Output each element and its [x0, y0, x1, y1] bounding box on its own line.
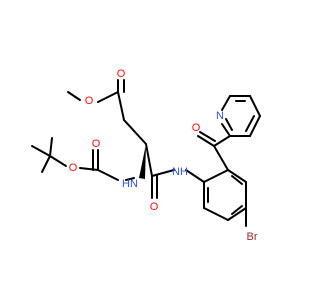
- bond-aryl-ketone: [213, 145, 229, 171]
- structure-canvas: O O O O HN NH O O N Br: [31, 68, 261, 243]
- stereo-wedge: [139, 144, 146, 179]
- bond-pyridine-2: [249, 115, 261, 137]
- bond-pyridine-5: [221, 95, 231, 111]
- atom-methyl-ester-oxygen: O: [85, 95, 94, 107]
- bond-ring-1: [203, 169, 229, 183]
- bond-ketone-co-2: [199, 131, 216, 142]
- molecule-drawing: O O O O HN NH O O N Br: [31, 68, 261, 243]
- bond-ring-double-1: [231, 175, 243, 185]
- bond-pyridine-6: [221, 123, 231, 137]
- bond-carbamate-o: [79, 167, 99, 171]
- atom-ester-carbonyl-oxygen: O: [117, 68, 126, 80]
- bond-amide-c-n: [151, 169, 175, 177]
- bond-o-tbu: [49, 155, 67, 167]
- bond-ketone-co-1: [197, 135, 215, 147]
- atom-bromine: Br: [247, 231, 258, 243]
- bond-lines: [31, 79, 261, 227]
- bond-chain-1: [117, 91, 125, 121]
- bond-alpha-amide: [145, 143, 153, 177]
- bond-tbu-3: [41, 155, 51, 173]
- bond-pyridine-double-2: [245, 115, 255, 132]
- atom-amide-carbonyl-oxygen: O: [150, 201, 159, 213]
- bond-ester-o-c: [97, 91, 119, 103]
- bond-ring-5: [203, 207, 229, 221]
- atom-pyridine-nitrogen: N: [216, 110, 224, 122]
- bond-n-aryl: [185, 169, 205, 183]
- bond-n-carbamate: [125, 177, 135, 181]
- atom-amide-nh: NH: [172, 166, 188, 178]
- bond-ring-double-2: [231, 205, 243, 215]
- bond-ketone-pyridine: [213, 135, 231, 147]
- bond-carbamate-c: [97, 169, 119, 181]
- bond-tbu-2: [49, 137, 53, 157]
- atom-boc-ether-oxygen: O: [69, 162, 78, 174]
- bond-tbu-1: [31, 145, 51, 157]
- bond-pyridine-3: [249, 95, 261, 117]
- bond-methyl: [67, 91, 81, 101]
- atom-carbamate-nh: HN: [122, 178, 138, 190]
- bond-chain-2: [123, 119, 147, 145]
- atom-boc-carbonyl-oxygen: O: [92, 138, 101, 150]
- bond-ring-2: [227, 169, 247, 183]
- atom-ketone-oxygen: O: [192, 122, 201, 134]
- bond-ring-4: [227, 207, 247, 221]
- bond-pyridine-double-3: [225, 118, 233, 131]
